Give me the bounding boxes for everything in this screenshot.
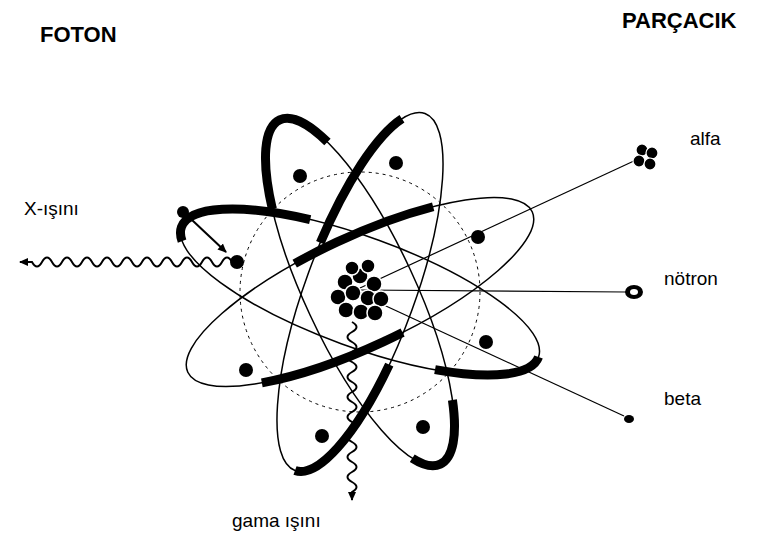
ray-label: X-ışını — [24, 198, 79, 220]
ray-label: gama ışını — [232, 510, 321, 532]
particle-label: beta — [664, 388, 701, 410]
particle-label: nötron — [664, 268, 718, 290]
section-heading: FOTON — [40, 22, 117, 47]
section-heading: PARÇACIK — [622, 8, 736, 33]
particle-label: alfa — [690, 128, 721, 150]
